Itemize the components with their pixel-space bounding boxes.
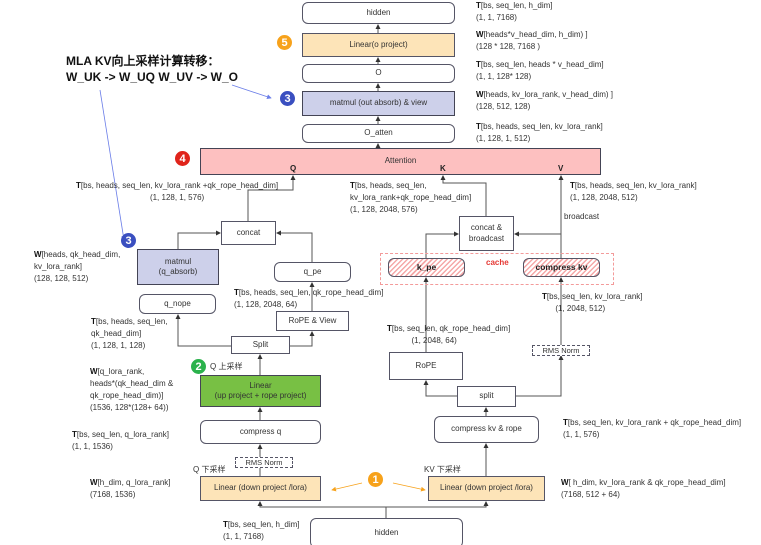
k-pe-cache-box[interactable]: k_pe bbox=[388, 258, 465, 277]
rms-norm-kv-box[interactable]: RMS Norm bbox=[532, 345, 590, 356]
k-port-label: K bbox=[440, 164, 446, 173]
linear-up-box[interactable]: Linear(up project + rope project) bbox=[200, 375, 321, 407]
linear-down-q-box[interactable]: Linear (down project /lora) bbox=[200, 476, 321, 501]
split-kv-box[interactable]: split bbox=[457, 386, 516, 407]
note-k-pe: T[bs, seq_len, qk_rope_head_dim] (1, 204… bbox=[387, 324, 511, 345]
compress-kv-cache-box[interactable]: compress kv bbox=[523, 258, 600, 277]
concat-broadcast-box[interactable]: concat &broadcast bbox=[459, 216, 514, 251]
concat-label: concat & bbox=[470, 223, 503, 233]
q-port-label: Q bbox=[290, 164, 297, 173]
note-w-o: W[heads*v_head_dim, h_dim) ](128 * 128, … bbox=[476, 30, 588, 51]
kv-down-label: KV 下采样 bbox=[424, 465, 461, 474]
matmul-out-absorb-box[interactable]: matmul (out absorb) & view bbox=[302, 91, 455, 116]
split-q-box[interactable]: Split bbox=[231, 336, 290, 354]
note-w-uv: W[heads, kv_lora_rank, v_head_dim) ](128… bbox=[476, 90, 613, 111]
q-nope-box[interactable]: q_nope bbox=[139, 294, 216, 314]
rms-norm-q-box[interactable]: RMS Norm bbox=[235, 457, 293, 468]
compress-kv-rope-box[interactable]: compress kv & rope bbox=[434, 416, 539, 443]
step-5-badge: 5 bbox=[277, 35, 292, 50]
note-w-dq: W[h_dim, q_lora_rank](7168, 1536) bbox=[90, 478, 171, 499]
attention-box[interactable]: Attention bbox=[200, 148, 601, 175]
hidden-output-box[interactable]: hidden bbox=[302, 2, 455, 24]
title-line2: W_UK -> W_UQ W_UV -> W_O bbox=[66, 70, 239, 84]
concat-box[interactable]: concat bbox=[221, 221, 276, 245]
note-v: T[bs, heads, seq_len, kv_lora_rank](1, 1… bbox=[570, 181, 697, 202]
broadcast-note: broadcast bbox=[564, 212, 600, 221]
note-q-nope: T[bs, heads, seq_len,qk_head_dim](1, 128… bbox=[91, 317, 168, 350]
note-hidden-out: T[bs, seq_len, h_dim](1, 1, 7168) bbox=[476, 1, 553, 22]
o-box[interactable]: O bbox=[302, 64, 455, 83]
title-line1: MLA KV向上采样计算转移： bbox=[66, 54, 220, 68]
note-compress-kv-rope: T[bs, seq_len, kv_lora_rank + qk_rope_he… bbox=[563, 418, 742, 439]
note-q-concat: T[bs, heads, seq_len, kv_lora_rank +qk_r… bbox=[76, 181, 279, 202]
note-o-atten: T[bs, heads, seq_len, kv_lora_rank](1, 1… bbox=[476, 122, 603, 143]
v-port-label: V bbox=[558, 164, 564, 173]
note-compress-kv: T[bs, seq_len, kv_lora_rank] (1, 2048, 5… bbox=[542, 292, 643, 313]
note-k: T[bs, heads, seq_len,kv_lora_rank+qk_rop… bbox=[350, 181, 472, 214]
step-3-badge-q: 3 bbox=[121, 233, 136, 248]
note-w-dkv: W[ h_dim, kv_lora_rank & qk_rope_head_di… bbox=[561, 478, 726, 499]
note-hidden-in: T[bs, seq_len, h_dim](1, 1, 7168) bbox=[223, 520, 300, 541]
title: MLA KV向上采样计算转移： W_UK -> W_UQ W_UV -> W_O bbox=[66, 53, 238, 85]
step-2-badge: 2 bbox=[191, 359, 206, 374]
linear-up-sub-label: (up project + rope project) bbox=[214, 391, 307, 400]
linear-o-project-box[interactable]: Linear(o project) bbox=[302, 33, 455, 57]
q-up-label: Q 上采样 bbox=[210, 362, 243, 371]
cache-region bbox=[380, 253, 614, 285]
rope-box[interactable]: RoPE bbox=[389, 352, 463, 380]
q-absorb-label: (q_absorb) bbox=[158, 267, 198, 276]
rope-view-box[interactable]: RoPE & View bbox=[276, 311, 349, 331]
linear-down-kv-box[interactable]: Linear (down project /lora) bbox=[428, 476, 545, 501]
linear-up-label: Linear bbox=[249, 380, 272, 390]
hidden-input-box[interactable]: hidden bbox=[310, 518, 463, 545]
note-q-pe: T[bs, heads, seq_len, qk_rope_head_dim](… bbox=[234, 288, 384, 309]
o-atten-box[interactable]: O_atten bbox=[302, 124, 455, 143]
matmul-q-absorb-box[interactable]: matmul(q_absorb) bbox=[137, 249, 219, 285]
q-down-label: Q 下采样 bbox=[193, 465, 226, 474]
step-4-badge: 4 bbox=[175, 151, 190, 166]
note-w-uq: W[q_lora_rank,heads*(qk_head_dim &qk_rop… bbox=[90, 367, 174, 412]
step-3-badge-out: 3 bbox=[280, 91, 295, 106]
note-w-uk: W[heads, qk_head_dim,kv_lora_rank](128, … bbox=[34, 250, 121, 283]
matmul-q-label: matmul bbox=[164, 256, 192, 266]
broadcast-label: broadcast bbox=[468, 233, 505, 243]
cache-label: cache bbox=[486, 258, 509, 267]
step-1-badge: 1 bbox=[368, 472, 383, 487]
note-o: T[bs, seq_len, heads * v_head_dim](1, 1,… bbox=[476, 60, 604, 81]
q-pe-box[interactable]: q_pe bbox=[274, 262, 351, 282]
compress-q-box[interactable]: compress q bbox=[200, 420, 321, 444]
note-compress-q: T[bs, seq_len, q_lora_rank](1, 1, 1536) bbox=[72, 430, 169, 451]
